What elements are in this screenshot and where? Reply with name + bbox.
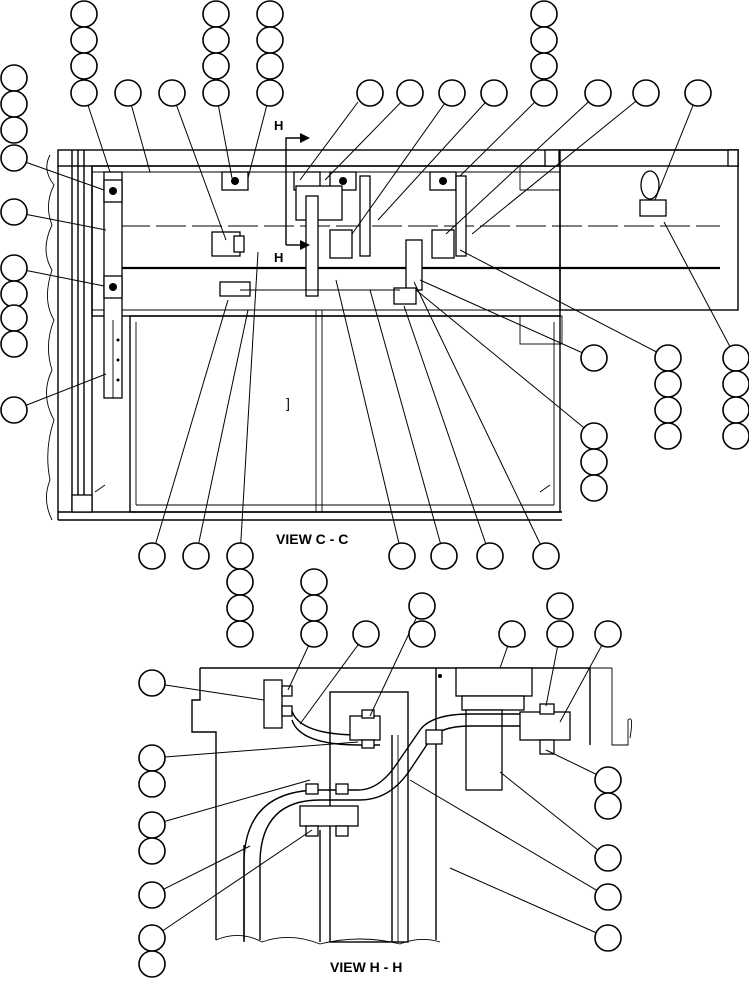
view-c-c-drawing: ] H H [45,118,739,521]
view-h-h-callouts [138,568,622,978]
section-marker-bottom: H [274,250,283,265]
view-h-h-drawing [191,667,633,945]
view-h-h-label: VIEW H - H [330,959,402,975]
view-c-c-callouts [0,0,749,648]
section-marker-top: H [274,118,283,133]
bracket-mark: ] [286,395,290,411]
view-c-c-label: VIEW C - C [276,531,348,547]
